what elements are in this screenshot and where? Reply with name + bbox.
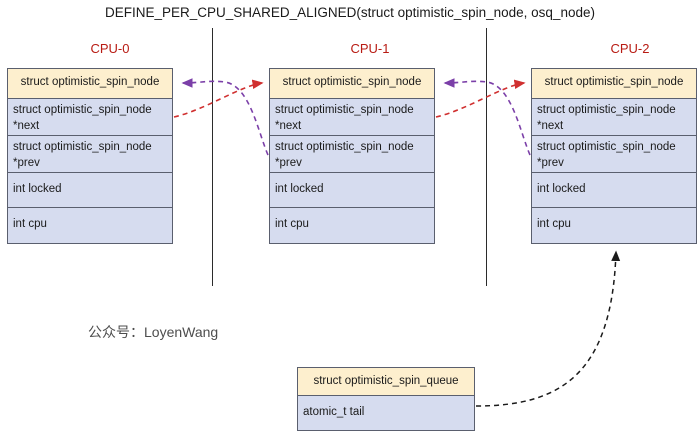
field-cpu-cpu-1: int cpu xyxy=(275,218,309,230)
struct-header-cpu-2: struct optimistic_spin_node xyxy=(532,69,696,99)
struct-box-cpu-1[interactable]: struct optimistic_spin_node struct optim… xyxy=(269,68,435,244)
field-prev-cpu-2: struct optimistic_spin_node *prev xyxy=(532,136,696,173)
struct-header-cpu-1: struct optimistic_spin_node xyxy=(270,69,434,99)
field-prev-cpu-1: struct optimistic_spin_node *prev xyxy=(270,136,434,173)
field-locked-cpu-0: int locked xyxy=(8,173,172,208)
cpu-label-2: CPU-2 xyxy=(610,41,650,56)
arrow-next-cpu1-to-cpu2 xyxy=(435,79,526,118)
field-next-cpu-1: struct optimistic_spin_node *next xyxy=(270,99,434,136)
field-atomic-tail: atomic_t tail xyxy=(303,406,365,418)
arrow-tail-to-cpu2 xyxy=(475,250,621,407)
cpu-label-0: CPU-0 xyxy=(90,41,130,56)
cpu-label-1: CPU-1 xyxy=(350,41,390,56)
watermark-text: 公众号：LoyenWang xyxy=(88,324,219,340)
diagram-canvas: DEFINE_PER_CPU_SHARED_ALIGNED(struct opt… xyxy=(7,5,697,431)
field-cpu-cpu-2: int cpu xyxy=(537,218,571,230)
field-next-cpu-0: struct optimistic_spin_node *next xyxy=(8,99,172,136)
field-next-cpu-2: struct optimistic_spin_node *next xyxy=(532,99,696,136)
arrow-prev-cpu2-to-cpu1 xyxy=(443,78,531,156)
struct-box-spin-queue[interactable]: struct optimistic_spin_queue atomic_t ta… xyxy=(297,367,475,431)
field-cpu-cpu-0: int cpu xyxy=(13,218,47,230)
struct-header-cpu-0: struct optimistic_spin_node xyxy=(8,69,172,99)
struct-header-spin-queue: struct optimistic_spin_queue xyxy=(298,368,474,396)
struct-box-cpu-2[interactable]: struct optimistic_spin_node struct optim… xyxy=(531,68,697,244)
field-locked-cpu-2: int locked xyxy=(532,173,696,208)
field-locked-cpu-1: int locked xyxy=(270,173,434,208)
diagram-title: DEFINE_PER_CPU_SHARED_ALIGNED(struct opt… xyxy=(105,5,595,20)
struct-box-cpu-0[interactable]: struct optimistic_spin_node struct optim… xyxy=(7,68,173,244)
cpu-separator-0-1 xyxy=(212,28,213,286)
cpu-separator-1-2 xyxy=(486,28,487,286)
arrow-prev-cpu1-to-cpu0 xyxy=(181,78,269,156)
field-prev-cpu-0: struct optimistic_spin_node *prev xyxy=(8,136,172,173)
arrow-next-cpu0-to-cpu1 xyxy=(173,79,264,118)
